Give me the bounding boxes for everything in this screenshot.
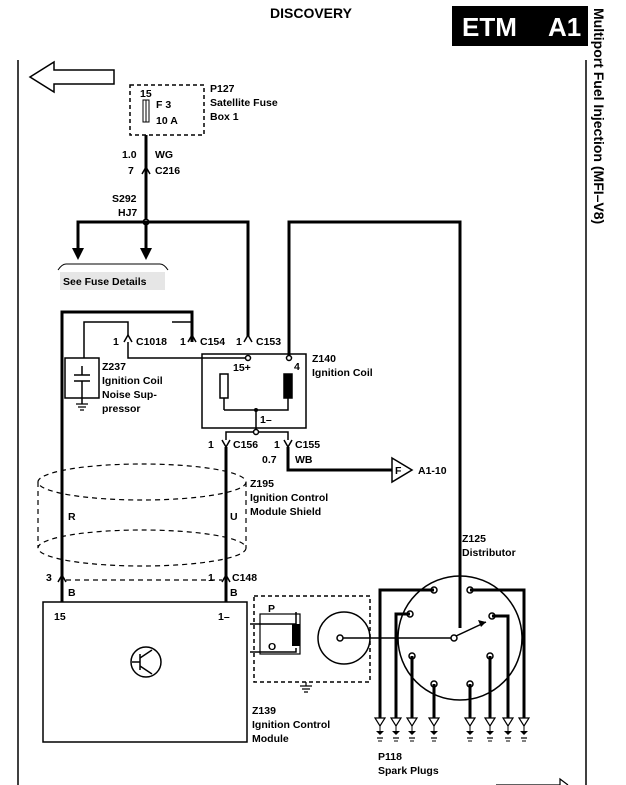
c155-pin: 1 xyxy=(274,439,280,451)
c148-id: C148 xyxy=(232,572,257,584)
ignition-module-box xyxy=(42,601,248,743)
connector-icon xyxy=(57,573,67,583)
transistor-icon xyxy=(130,646,162,678)
wire-wb-size: 0.7 xyxy=(262,454,277,466)
pickup-coil-icon xyxy=(292,624,300,646)
module-line2: Module xyxy=(252,733,289,745)
c1018-pin: 1 xyxy=(113,336,119,348)
side-title: Multiport Fuel Injection (MFI–V8) xyxy=(591,8,607,224)
header-title: DISCOVERY xyxy=(270,5,353,21)
pickup-p: P xyxy=(268,603,275,615)
coil-id: Z140 xyxy=(312,353,336,365)
c154-id: C154 xyxy=(200,336,225,348)
c155-id: C155 xyxy=(295,439,320,451)
ground-icon xyxy=(76,403,88,411)
fuse-box xyxy=(129,84,205,136)
coil-terminal-pos: 15+ xyxy=(233,362,251,374)
distributor-cap xyxy=(397,575,523,701)
wire-wb-color: WB xyxy=(295,454,313,466)
connector-icon xyxy=(221,573,231,583)
fuse-box-name-1: Satellite Fuse xyxy=(210,97,278,109)
fuse-number: F 3 xyxy=(156,99,171,111)
c154-pin: 1 xyxy=(180,336,186,348)
ref-letter: F xyxy=(395,465,402,477)
connector-icon xyxy=(283,439,293,449)
connector-icon xyxy=(123,333,133,343)
pickup-o: O xyxy=(268,641,276,653)
spark-plug-icons xyxy=(373,717,531,742)
plugs-name: Spark Plugs xyxy=(378,765,439,777)
distributor-id: Z125 xyxy=(462,533,486,545)
etm-badge xyxy=(452,6,588,46)
ht-leads xyxy=(378,588,526,718)
shield-line2: Module Shield xyxy=(250,506,321,518)
ref-target[interactable]: A1-10 xyxy=(418,465,447,477)
module-line1: Ignition Control xyxy=(252,719,330,731)
fuse-details-box[interactable] xyxy=(60,272,165,290)
shield-id: Z195 xyxy=(250,478,274,490)
left-arrow-icon[interactable] xyxy=(28,60,115,94)
shield-bottom xyxy=(37,529,247,567)
c1018-id: C1018 xyxy=(136,336,167,348)
distributor-name: Distributor xyxy=(462,547,516,559)
coil-winding-icon xyxy=(283,373,293,399)
coil-pin4: 4 xyxy=(294,361,300,373)
c148-pin-right: 1 xyxy=(208,572,214,584)
connector-icon xyxy=(221,439,231,449)
wire-wg-size: 1.0 xyxy=(122,149,137,161)
suppressor-id: Z237 xyxy=(102,361,126,373)
arrow-down-icon xyxy=(140,248,152,260)
c156-id: C156 xyxy=(233,439,258,451)
coil-name: Ignition Coil xyxy=(312,367,373,379)
connector-icon xyxy=(243,333,253,343)
c216-id: C216 xyxy=(155,165,180,177)
shield-wire-r: R xyxy=(68,511,76,523)
module-pin-right: 1– xyxy=(218,611,230,623)
right-arrow-icon[interactable] xyxy=(496,777,569,785)
etm-badge-right: A1 xyxy=(548,12,581,42)
c148-pin-left: 3 xyxy=(46,572,52,584)
c216-pin: 7 xyxy=(128,165,134,177)
c156-pin: 1 xyxy=(208,439,214,451)
ignition-coil-box xyxy=(201,353,307,429)
c153-pin: 1 xyxy=(236,336,242,348)
fuse-box-name-2: Box 1 xyxy=(210,111,239,123)
suppressor-line1: Ignition Coil xyxy=(102,375,163,387)
ground-icon xyxy=(300,685,312,693)
fuse-pin: 15 xyxy=(140,88,152,100)
wire-b-left: B xyxy=(68,587,76,599)
wire-b-right: B xyxy=(230,587,238,599)
etm-badge-left: ETM xyxy=(462,12,517,42)
fuse-box-id: P127 xyxy=(210,83,235,95)
suppressor-line3: pressor xyxy=(102,403,141,415)
reference-flag-icon[interactable] xyxy=(391,456,414,484)
c153-id: C153 xyxy=(256,336,281,348)
shield-wire-u: U xyxy=(230,511,238,523)
wire-module-feed xyxy=(60,310,194,468)
module-id: Z139 xyxy=(252,705,276,717)
coil-terminal-neg: 1– xyxy=(260,414,272,426)
fuse-details-link[interactable]: See Fuse Details xyxy=(63,276,147,288)
connector-icon xyxy=(141,165,151,175)
splice-id: S292 xyxy=(112,193,137,205)
coil-winding-icon xyxy=(219,373,229,399)
suppressor-line2: Noise Sup- xyxy=(102,389,157,401)
wire-coil-distributor xyxy=(287,220,462,628)
splice-sub: HJ7 xyxy=(118,207,137,219)
module-pin-left: 15 xyxy=(54,611,66,623)
wire-wg-color: WG xyxy=(155,149,173,161)
arrow-down-icon xyxy=(72,248,84,260)
wire-wb xyxy=(286,447,392,472)
shield-line1: Ignition Control xyxy=(250,492,328,504)
pickup-box xyxy=(253,595,371,683)
plugs-id: P118 xyxy=(378,751,402,763)
shield-top xyxy=(37,463,247,501)
fuse-rating: 10 A xyxy=(156,115,178,127)
